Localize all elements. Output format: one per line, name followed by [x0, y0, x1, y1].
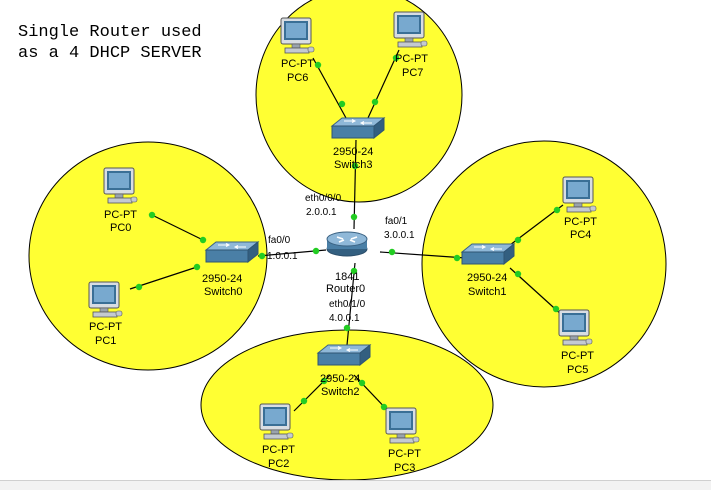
title-line-2: as a 4 DHCP SERVER [18, 44, 202, 63]
iface-eth010-name: eth0/1/0 [329, 299, 366, 310]
title-line-1: Single Router used [18, 23, 202, 42]
port-status-dot [380, 403, 388, 411]
pc-name: PC1 [95, 335, 116, 347]
pc-name: PC3 [394, 462, 415, 474]
pc-icon [280, 17, 315, 54]
port-status-dot [350, 213, 358, 221]
switch-model: 2950-24 [320, 373, 360, 385]
lan-zone-left [28, 141, 268, 371]
pc-pc2[interactable]: PC-PT PC2 [259, 403, 295, 470]
pc-pc1[interactable]: PC-PT PC1 [88, 281, 123, 347]
pc-type: PC-PT [561, 350, 594, 362]
pc-name: PC2 [268, 458, 289, 470]
iface-eth000-name: eth0/0/0 [305, 193, 342, 204]
pc-pc4[interactable]: PC-PT PC4 [562, 176, 597, 241]
pc-icon [259, 403, 294, 440]
switch-name: Switch3 [334, 159, 373, 171]
switch-name: Switch1 [468, 286, 507, 298]
switch-switch0[interactable]: 2950-24 Switch0 [202, 241, 259, 298]
pc-type: PC-PT [262, 444, 295, 456]
port-status-dot [552, 305, 560, 313]
port-status-dot [514, 236, 522, 244]
port-status-dot [350, 267, 358, 275]
port-status-dot [193, 263, 201, 271]
pc-pc6[interactable]: PC-PT PC6 [280, 17, 315, 84]
link-switch3-pc7 [367, 49, 400, 119]
port-status-dot [371, 98, 379, 106]
port-status-dot [343, 324, 351, 332]
port-status-dot [392, 54, 400, 62]
switch-icon [331, 117, 385, 139]
port-status-dot [258, 252, 266, 260]
pc-name: PC5 [567, 364, 588, 376]
pc-name: PC6 [287, 72, 308, 84]
pc-type: PC-PT [564, 216, 597, 228]
port-status-dot [358, 379, 366, 387]
switch-name: Switch2 [321, 386, 360, 398]
iface-fa01-ip: 3.0.0.1 [384, 230, 415, 241]
diagram-title: Single Router used as a 4 DHCP SERVER [18, 22, 202, 64]
pc-name: PC7 [402, 67, 423, 79]
link-router-switch2 [346, 262, 356, 346]
pc-type: PC-PT [89, 321, 122, 333]
bottom-scrollbar[interactable] [0, 480, 711, 490]
iface-eth010-ip: 4.0.0.1 [329, 313, 360, 324]
port-status-dot [553, 206, 561, 214]
iface-fa01-name: fa0/1 [385, 216, 408, 227]
pc-icon [562, 176, 597, 213]
switch-switch3[interactable]: 2950-24 Switch3 [331, 117, 385, 171]
pc-icon [88, 281, 123, 318]
router-icon [326, 231, 368, 257]
switch-model: 2950-24 [333, 146, 373, 158]
pc-pc5[interactable]: PC-PT PC5 [558, 309, 594, 376]
iface-eth000-ip: 2.0.0.1 [306, 207, 337, 218]
switch-switch2[interactable]: 2950-24 Switch2 [317, 344, 371, 398]
port-status-dot [453, 254, 461, 262]
port-status-dot [320, 377, 328, 385]
pc-type: PC-PT [104, 209, 137, 221]
port-status [135, 54, 561, 411]
pc-icon [393, 11, 428, 48]
port-status-dot [314, 61, 322, 69]
port-status-dot [514, 270, 522, 278]
switch-name: Switch0 [204, 286, 243, 298]
lan-zone-right [421, 140, 667, 388]
port-status-dot [199, 236, 207, 244]
pc-type: PC-PT [388, 448, 421, 460]
link-pc0-switch0 [151, 214, 204, 241]
port-status-dot [300, 397, 308, 405]
iface-fa00-name: fa0/0 [268, 235, 291, 246]
pc-pc7[interactable]: PC-PT PC7 [393, 11, 428, 79]
port-status-dot [388, 248, 396, 256]
switch-model: 2950-24 [467, 272, 507, 284]
router-router0[interactable]: 1841 Router0 [326, 231, 368, 295]
switch-icon [205, 241, 259, 263]
pc-pc3[interactable]: PC-PT PC3 [385, 407, 421, 474]
port-status-dot [338, 100, 346, 108]
switch-switch1[interactable]: 2950-24 Switch1 [461, 243, 515, 298]
pc-type: PC-PT [281, 58, 314, 70]
switch-model: 2950-24 [202, 273, 242, 285]
router-name: Router0 [326, 283, 365, 295]
pc-icon [385, 407, 420, 444]
switch-icon [317, 344, 371, 366]
port-status-dot [351, 162, 359, 170]
pc-icon [103, 167, 138, 204]
pc-type: PC-PT [395, 53, 428, 65]
pc-pc0[interactable]: PC-PT PC0 [103, 167, 138, 234]
pc-name: PC4 [570, 229, 591, 241]
pc-name: PC0 [110, 222, 131, 234]
pc-icon [558, 309, 593, 346]
iface-fa00-ip: 1.0.0.1 [267, 251, 298, 262]
port-status-dot [312, 247, 320, 255]
switch-icon [461, 243, 515, 265]
port-status-dot [148, 211, 156, 219]
port-status-dot [135, 283, 143, 291]
router-model: 1841 [335, 271, 359, 283]
